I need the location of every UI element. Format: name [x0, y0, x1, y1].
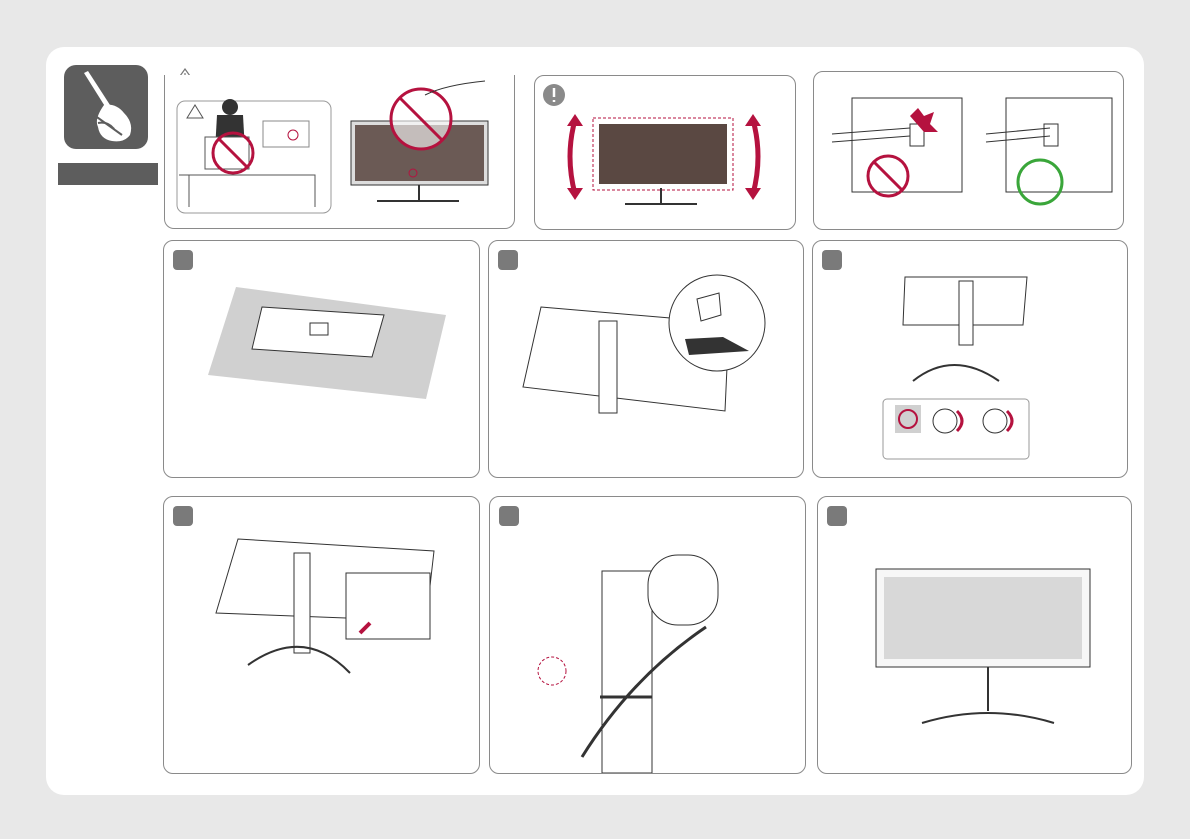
- note-panel: [534, 75, 796, 230]
- screwdriver-hand-icon: [64, 65, 148, 149]
- step-panel-6: [817, 496, 1132, 774]
- step-illustration: [818, 497, 1131, 773]
- step-panel-3: [812, 240, 1128, 478]
- step-illustration: [489, 241, 803, 477]
- caution-panel: [164, 75, 515, 229]
- step-panel-1: [163, 240, 480, 478]
- step-illustration: [164, 241, 479, 477]
- lift-monitor-illustration: [535, 76, 795, 229]
- step-illustration: [813, 241, 1127, 477]
- step-illustration: [164, 497, 479, 773]
- step-panel-2: [488, 240, 804, 478]
- step-panel-5: [489, 496, 806, 774]
- wall-mount-illustration: [814, 72, 1123, 229]
- wall-mount-panel: [813, 71, 1124, 230]
- step-panel-4: [163, 496, 480, 774]
- caution-illustration: [165, 75, 514, 228]
- step-illustration: [490, 497, 805, 773]
- tool-label-bar: [58, 163, 158, 185]
